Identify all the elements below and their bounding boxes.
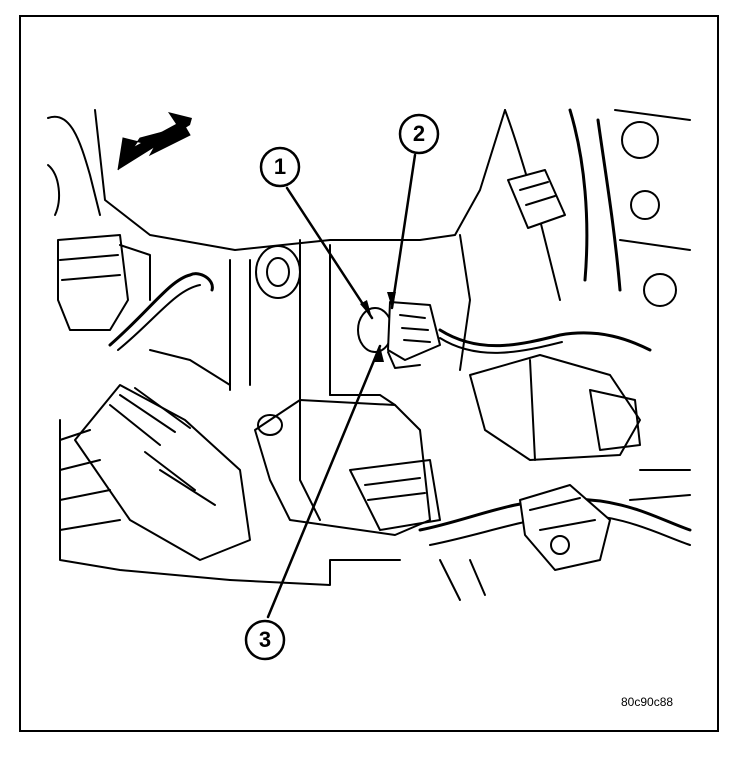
callout-3-label: 3: [258, 627, 272, 652]
sensor-connector: [387, 301, 441, 361]
ignition-coil-left: [254, 399, 431, 536]
sensor-wire: [438, 328, 652, 352]
left-harness: [108, 272, 214, 347]
figure-code: 80c90c88: [621, 695, 674, 709]
callout-3-circle: [244, 619, 286, 661]
lower-right-connector: [519, 484, 611, 571]
grommet: [255, 245, 301, 299]
callout-2-label: 2: [412, 121, 426, 146]
left-bracket: [57, 234, 129, 331]
ignition-coil-right: [469, 354, 641, 461]
callout-3-leader: [266, 344, 382, 619]
callout-2-circle: [398, 113, 440, 155]
callout-2-leader: [390, 153, 417, 310]
callout-1-leader: [285, 186, 374, 320]
engine-cover: [94, 109, 506, 251]
callout-1-label: 1: [273, 154, 287, 179]
callout-1-circle: [259, 146, 301, 188]
sensor-body: [357, 307, 393, 353]
upper-right-connector: [507, 169, 566, 229]
